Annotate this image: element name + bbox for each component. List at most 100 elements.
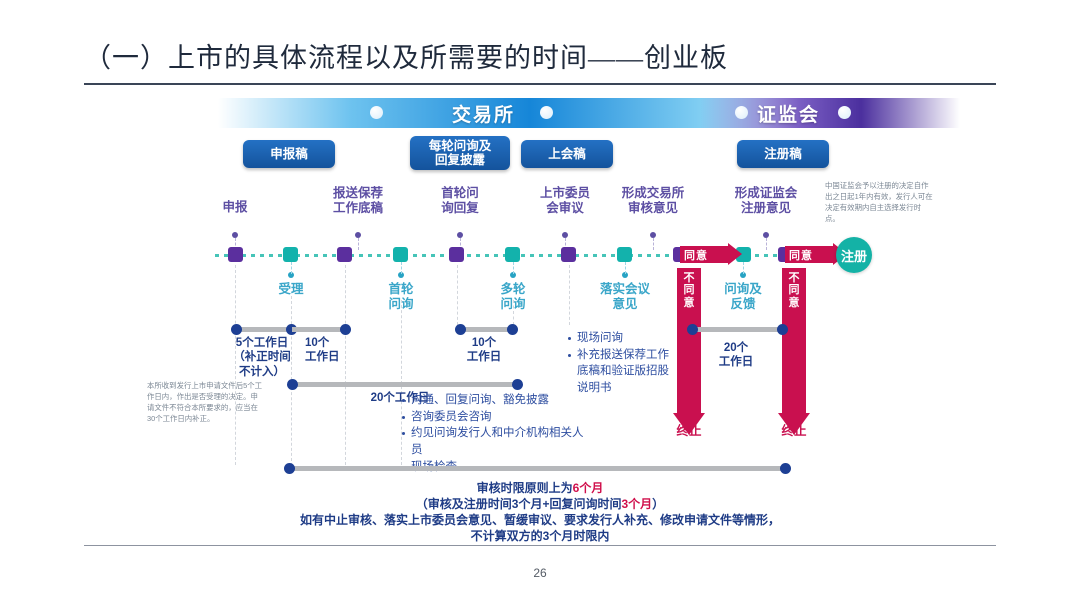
bullet-list-meeting-implementation: 现场问询 补充报送保荐工作底稿和验证版招股说明书 <box>566 330 676 397</box>
agree-arrow-head-icon <box>728 243 742 265</box>
doc-button-inquiry-disclosure[interactable]: 每轮问询及 回复披露 <box>410 136 510 170</box>
doc-button-label: 注册稿 <box>764 146 802 161</box>
doc-button-label: 申报稿 <box>270 146 308 161</box>
milestone-stem <box>401 262 402 274</box>
milestone-dot-icon <box>763 232 769 238</box>
summary-line-4: 不计算双方的3个月时限内 <box>470 529 610 543</box>
milestone-dot-icon <box>740 272 746 278</box>
milestone-top-submit-sponsor-files: 报送保荐 工作底稿 <box>332 186 383 215</box>
duration-bar-20days-right <box>692 327 780 332</box>
timeline-node-multi-inquiry <box>505 247 520 262</box>
disagree-arrow-head-icon <box>673 413 705 435</box>
timeline-node-committee <box>561 247 576 262</box>
duration-label-20days-right: 20个 工作日 <box>718 342 754 369</box>
doc-button-registration[interactable]: 注册稿 <box>737 140 829 168</box>
milestone-stem <box>766 238 768 250</box>
timeline-axis <box>215 254 860 257</box>
milestone-dot-icon <box>622 272 628 278</box>
milestone-dot-icon <box>398 272 404 278</box>
agree-arrow-shaft: 同意 <box>680 246 728 263</box>
summary-highlight: 3个月 <box>621 497 653 511</box>
milestone-bottom-inquiry-feedback: 问询及 反馈 <box>724 282 762 311</box>
doc-button-label-line1: 每轮问询及 <box>428 138 492 153</box>
summary-highlight: 6个月 <box>572 481 604 495</box>
guide-line <box>345 265 346 465</box>
terminate-label-csrc: 终止 <box>781 424 807 438</box>
milestone-dot-icon <box>650 232 656 238</box>
summary-line-2: （审核及注册时间3个月+回复问询时间3个月） <box>0 495 1080 514</box>
duration-bar-10days-a <box>292 327 345 332</box>
duration-bar-20days <box>292 382 517 387</box>
duration-endpoint <box>231 324 242 335</box>
band-dot-icon <box>735 106 748 119</box>
milestone-bottom-accept: 受理 <box>278 282 304 296</box>
guide-line <box>569 265 570 325</box>
agree-arrow-label: 同意 <box>789 249 813 262</box>
duration-bar-5days <box>236 327 291 332</box>
page-number: 26 <box>533 566 547 580</box>
register-label: 注册 <box>840 248 867 264</box>
milestone-stem <box>625 262 626 274</box>
milestone-dot-icon <box>288 272 294 278</box>
guide-line <box>235 265 236 465</box>
duration-endpoint <box>287 379 298 390</box>
acceptance-fineprint: 本所收到发行上市申请文件后5个工作日内，作出是否受理的决定。申请文件不符合本所要… <box>147 381 262 424</box>
milestone-stem <box>460 238 462 250</box>
duration-endpoint <box>512 379 523 390</box>
disagree-arrow-shaft <box>782 268 806 413</box>
milestone-top-listing-committee: 上市委员 会审议 <box>539 186 590 215</box>
doc-button-meeting[interactable]: 上会稿 <box>521 140 613 168</box>
disagree-arrow-shaft <box>677 268 701 413</box>
list-item: 现场问询 <box>566 330 676 347</box>
disagree-arrow-label: 不 同 意 <box>788 272 800 309</box>
milestone-stem <box>653 238 655 250</box>
milestone-stem <box>513 262 514 274</box>
timeline-node-submit <box>337 247 352 262</box>
doc-button-label: 上会稿 <box>548 146 586 161</box>
list-item: 沟通、回复问询、豁免披露 <box>400 392 585 409</box>
doc-button-application[interactable]: 申报稿 <box>243 140 335 168</box>
list-item: 咨询委员会咨询 <box>400 409 585 426</box>
milestone-dot-icon <box>232 232 238 238</box>
milestone-dot-icon <box>457 232 463 238</box>
duration-endpoint <box>687 324 698 335</box>
milestone-stem <box>235 238 237 250</box>
summary-text: ） <box>652 497 665 511</box>
duration-label-10days-b: 10个 工作日 <box>466 337 502 364</box>
band-dot-icon <box>540 106 553 119</box>
disagree-arrow-csrc: 不 同 意 <box>778 268 810 443</box>
milestone-top-declare: 申报 <box>222 200 248 214</box>
exchange-band-label: 交易所 <box>452 105 516 126</box>
disagree-arrow-exchange: 不 同 意 <box>673 268 705 443</box>
terminate-label-exchange: 终止 <box>676 424 702 438</box>
csrc-validity-note: 中国证监会予以注册的决定自作出之日起1年内有效，发行人可在决定有效期内自主选择发… <box>825 181 933 224</box>
band-dot-icon <box>838 106 851 119</box>
guide-line <box>457 265 458 325</box>
milestone-dot-icon <box>562 232 568 238</box>
timeline-node-first-inquiry <box>393 247 408 262</box>
summary-line-1: 审核时限原则上为6个月 <box>0 479 1080 498</box>
title-divider <box>84 83 996 85</box>
agree-arrow-exchange: 同意 <box>680 243 742 265</box>
duration-endpoint <box>777 324 788 335</box>
register-badge: 注册 <box>836 237 872 273</box>
timeline-node-declare <box>228 247 243 262</box>
agree-arrow-label: 同意 <box>684 249 708 262</box>
duration-endpoint <box>284 463 295 474</box>
bullet-list-inquiry-activities: 沟通、回复问询、豁免披露 咨询委员会咨询 约见问询发行人和中介机构相关人员 现场… <box>400 392 585 475</box>
milestone-stem <box>743 262 744 274</box>
band-dot-icon <box>370 106 383 119</box>
milestone-bottom-multi-inquiry: 多轮 问询 <box>500 282 526 311</box>
duration-bar-10days-b <box>460 327 512 332</box>
milestone-stem <box>358 238 360 250</box>
summary-text: （审核及注册时间3个月+回复问询时间 <box>415 497 622 511</box>
duration-label-10days-a: 10个 工作日 <box>305 337 340 364</box>
list-item: 约见问询发行人和中介机构相关人员 <box>400 425 585 458</box>
milestone-top-first-reply: 首轮问 询回复 <box>441 186 479 215</box>
summary-text: 审核时限原则上为 <box>476 481 573 495</box>
duration-endpoint <box>340 324 351 335</box>
milestone-dot-icon <box>355 232 361 238</box>
overall-duration-bar <box>290 466 785 471</box>
duration-endpoint <box>507 324 518 335</box>
